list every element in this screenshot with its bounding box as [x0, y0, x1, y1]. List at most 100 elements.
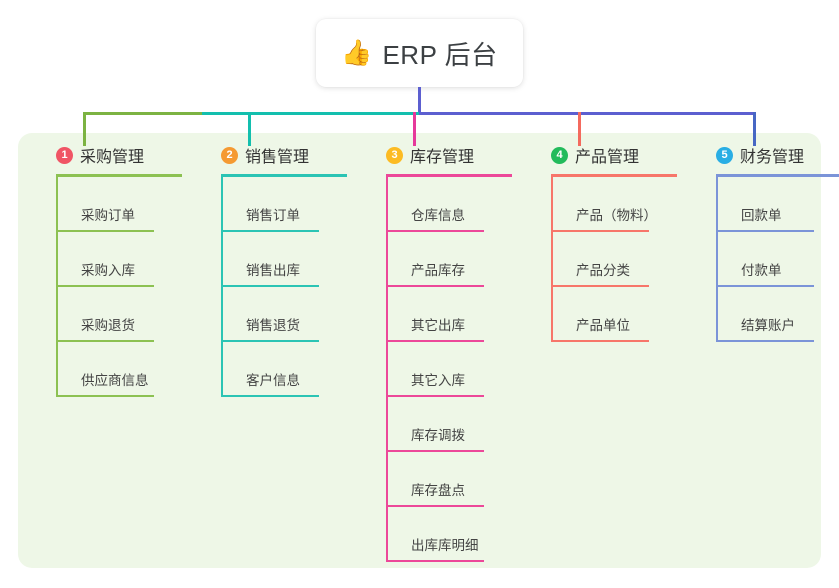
branch-item-rule [56, 395, 154, 397]
branch-item[interactable]: 采购入库 [56, 232, 202, 287]
branch-item-label: 回款单 [741, 208, 782, 223]
branch-item[interactable]: 回款单 [716, 177, 839, 232]
branch-item[interactable]: 出库库明细 [386, 507, 532, 562]
branch-spine [716, 177, 718, 342]
branch-item-rule [386, 230, 484, 232]
branch-item[interactable]: 产品（物料） [551, 177, 697, 232]
branch-item-rule [221, 340, 319, 342]
branch-badge-3: 3 [386, 146, 403, 164]
branch-item-rule [56, 230, 154, 232]
branch-item[interactable]: 付款单 [716, 232, 839, 287]
branch-spine [221, 177, 223, 397]
branch-item[interactable]: 销售订单 [221, 177, 367, 232]
branch-header-2[interactable]: 2 销售管理 [202, 133, 367, 177]
branch-item-rule [386, 450, 484, 452]
branch-item-label: 客户信息 [246, 373, 300, 388]
branch-item[interactable]: 库存调拨 [386, 397, 532, 452]
branch-spine [56, 177, 58, 397]
diagram-background-panel [18, 133, 821, 568]
branch-item-label: 销售出库 [246, 263, 300, 278]
branch-spine [386, 177, 388, 562]
branch-item-rule [716, 230, 814, 232]
branch-item[interactable]: 库存盘点 [386, 452, 532, 507]
branch-header-1[interactable]: 1 采购管理 [37, 133, 202, 177]
branch-badge-5: 5 [716, 146, 733, 164]
branch-spine [551, 177, 553, 342]
branch-item-rule [221, 395, 319, 397]
branch-item-label: 仓库信息 [411, 208, 465, 223]
branch-badge-2: 2 [221, 146, 238, 164]
root-node-label: ERP 后台 [382, 39, 498, 70]
branch-header-3[interactable]: 3 库存管理 [367, 133, 532, 177]
branch-title-1: 采购管理 [80, 149, 145, 166]
branch-item-rule [386, 285, 484, 287]
branch-item-label: 销售退货 [246, 318, 300, 333]
branch-title-4: 产品管理 [575, 149, 640, 166]
branch-item-rule [221, 230, 319, 232]
branch-item-label: 产品分类 [576, 263, 630, 278]
branch-item-label: 库存盘点 [411, 483, 465, 498]
branch-item-rule [551, 340, 649, 342]
branch-item[interactable]: 其它入库 [386, 342, 532, 397]
branch-header-rule-2 [221, 174, 347, 177]
branch-item[interactable]: 产品库存 [386, 232, 532, 287]
branch-item[interactable]: 供应商信息 [56, 342, 202, 397]
branch-items-2: 销售订单销售出库销售退货客户信息 [202, 177, 367, 397]
branch-item-label: 采购退货 [81, 318, 135, 333]
branch-item-label: 采购入库 [81, 263, 135, 278]
branch-header-rule-3 [386, 174, 512, 177]
branch-item-label: 结算账户 [741, 318, 795, 333]
branch-item-label: 供应商信息 [81, 373, 149, 388]
branch-item[interactable]: 结算账户 [716, 287, 839, 342]
branch-item-rule [386, 395, 484, 397]
branch-item-rule [386, 560, 484, 562]
branch-header-5[interactable]: 5 财务管理 [697, 133, 839, 177]
branch-column-1: 1 采购管理 采购订单采购入库采购退货供应商信息 [37, 133, 202, 397]
branch-item-label: 产品单位 [576, 318, 630, 333]
branch-item-rule [56, 285, 154, 287]
connector-lines [83, 87, 756, 146]
branch-items-3: 仓库信息产品库存其它出库其它入库库存调拨库存盘点出库库明细 [367, 177, 532, 562]
branch-item-label: 其它入库 [411, 373, 465, 388]
branch-item-rule [386, 505, 484, 507]
branch-item-rule [716, 340, 814, 342]
branch-item-label: 销售订单 [246, 208, 300, 223]
branch-badge-1: 1 [56, 146, 73, 164]
branch-item-rule [551, 285, 649, 287]
branch-item[interactable]: 产品单位 [551, 287, 697, 342]
branch-header-4[interactable]: 4 产品管理 [532, 133, 697, 177]
branch-item[interactable]: 客户信息 [221, 342, 367, 397]
branch-item[interactable]: 其它出库 [386, 287, 532, 342]
branch-title-3: 库存管理 [410, 149, 475, 166]
branch-item[interactable]: 销售出库 [221, 232, 367, 287]
branch-column-3: 3 库存管理 仓库信息产品库存其它出库其它入库库存调拨库存盘点出库库明细 [367, 133, 532, 562]
branch-item-label: 其它出库 [411, 318, 465, 333]
branch-item[interactable]: 产品分类 [551, 232, 697, 287]
branch-column-5: 5 财务管理 回款单付款单结算账户 [697, 133, 839, 342]
root-node[interactable]: 👍 ERP 后台 [316, 19, 523, 87]
branch-column-4: 4 产品管理 产品（物料） 产品分类产品单位 [532, 133, 697, 342]
branch-item-label: 产品库存 [411, 263, 465, 278]
branch-header-rule-1 [56, 174, 182, 177]
branch-item-label: 库存调拨 [411, 428, 465, 443]
branch-header-rule-5 [716, 174, 839, 177]
branch-header-rule-4 [551, 174, 677, 177]
branch-item-rule [386, 340, 484, 342]
branch-item-rule [716, 285, 814, 287]
branch-title-2: 销售管理 [245, 149, 310, 166]
branch-items-5: 回款单付款单结算账户 [697, 177, 839, 342]
branch-item-rule [56, 340, 154, 342]
branch-title-5: 财务管理 [740, 149, 805, 166]
branch-item-label: 采购订单 [81, 208, 135, 223]
branch-item-label: 产品（物料） [576, 208, 657, 223]
branch-item[interactable]: 采购订单 [56, 177, 202, 232]
branch-item[interactable]: 销售退货 [221, 287, 367, 342]
branch-item[interactable]: 仓库信息 [386, 177, 532, 232]
branch-item-label: 付款单 [741, 263, 782, 278]
branch-badge-4: 4 [551, 146, 568, 164]
branch-item-label: 出库库明细 [411, 538, 479, 553]
branch-item[interactable]: 采购退货 [56, 287, 202, 342]
thumbs-up-icon: 👍 [341, 38, 373, 67]
branch-items-1: 采购订单采购入库采购退货供应商信息 [37, 177, 202, 397]
branch-items-4: 产品（物料） 产品分类产品单位 [532, 177, 697, 342]
